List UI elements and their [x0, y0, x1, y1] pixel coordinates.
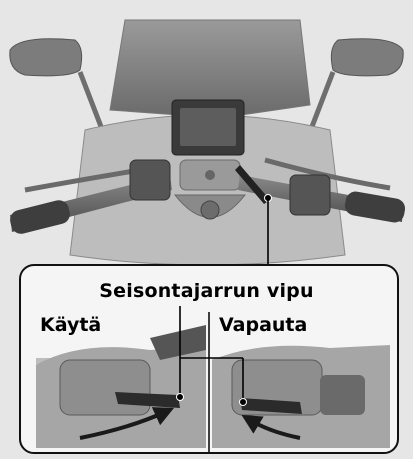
release-detail-image	[212, 345, 390, 448]
release-label: Vapauta	[219, 314, 307, 336]
apply-label: Käytä	[40, 314, 101, 336]
apply-lever-dot	[177, 394, 184, 401]
parking-brake-lever-label: Seisontajarrun vipu	[0, 280, 413, 302]
release-lever-dot	[240, 399, 247, 406]
